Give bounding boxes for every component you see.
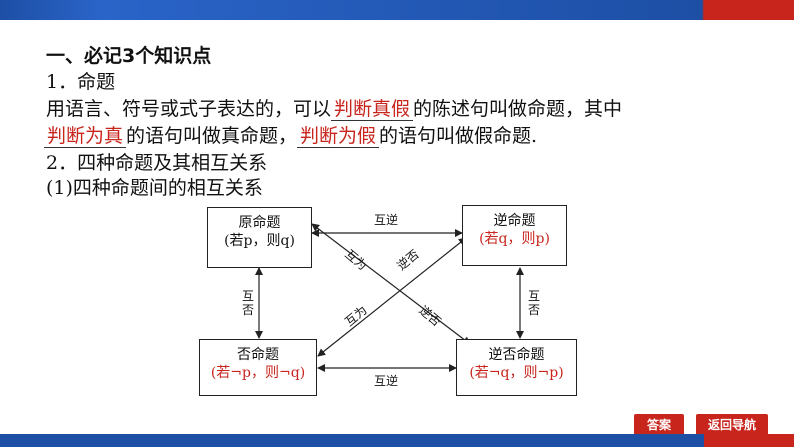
box-condition: (若p，则q) <box>224 233 295 249</box>
subsection-subtitle: (1)四种命题间的相互关系 <box>46 177 263 199</box>
box-title: 否命题 <box>237 347 279 363</box>
back-nav-button[interactable]: 返回导航 <box>696 414 768 436</box>
box-title: 逆命题 <box>493 213 536 229</box>
box-inverse-proposition: 否命题 (若¬p，则¬q) <box>199 339 317 396</box>
answer-button[interactable]: 答案 <box>634 414 684 436</box>
definition-line-1: 用语言、符号或式子表达的，可以判断真假的陈述句叫做命题，其中 <box>46 97 622 121</box>
box-title: 原命题 <box>238 215 281 231</box>
label-left-relation: 互否 <box>241 289 254 317</box>
box-converse-proposition: 逆命题 (若q，则p) <box>462 205 567 266</box>
definition-text: 的语句叫做真命题， <box>126 125 298 147</box>
arrow-diagonal-2 <box>317 237 467 357</box>
box-condition: (若¬p，则¬q) <box>210 365 306 381</box>
label-bottom-relation: 互逆 <box>374 374 399 388</box>
top-banner <box>0 0 794 20</box>
bottom-banner <box>0 434 794 447</box>
box-condition: (若¬q，则¬p) <box>469 365 564 381</box>
box-condition: (若q，则p) <box>479 231 550 247</box>
definition-text: 的陈述句叫做命题，其中 <box>413 98 623 120</box>
box-title: 逆否命题 <box>488 347 545 363</box>
definition-text: 的语句叫做假命题. <box>379 125 538 147</box>
arrow-diagonal-1 <box>311 223 471 345</box>
box-original-proposition: 原命题 (若p，则q) <box>207 207 312 268</box>
section-heading: 一、必记3个知识点 <box>46 45 212 67</box>
answer-blank-1: 判断真假 <box>331 98 414 121</box>
answer-blank-2: 判断为真 <box>44 125 127 148</box>
answer-blank-3: 判断为假 <box>297 125 380 148</box>
definition-line-2: 判断为真的语句叫做真命题，判断为假的语句叫做假命题. <box>44 124 537 148</box>
subsection-title-proposition: 1．命题 <box>46 71 116 93</box>
definition-text: 用语言、符号或式子表达的，可以 <box>46 98 332 120</box>
label-top-relation: 互逆 <box>374 213 399 227</box>
label-right-relation: 互否 <box>527 289 540 317</box>
box-contrapositive-proposition: 逆否命题 (若¬q，则¬p) <box>456 339 577 396</box>
subsection-title-four-propositions: 2．四种命题及其相互关系 <box>46 152 268 174</box>
